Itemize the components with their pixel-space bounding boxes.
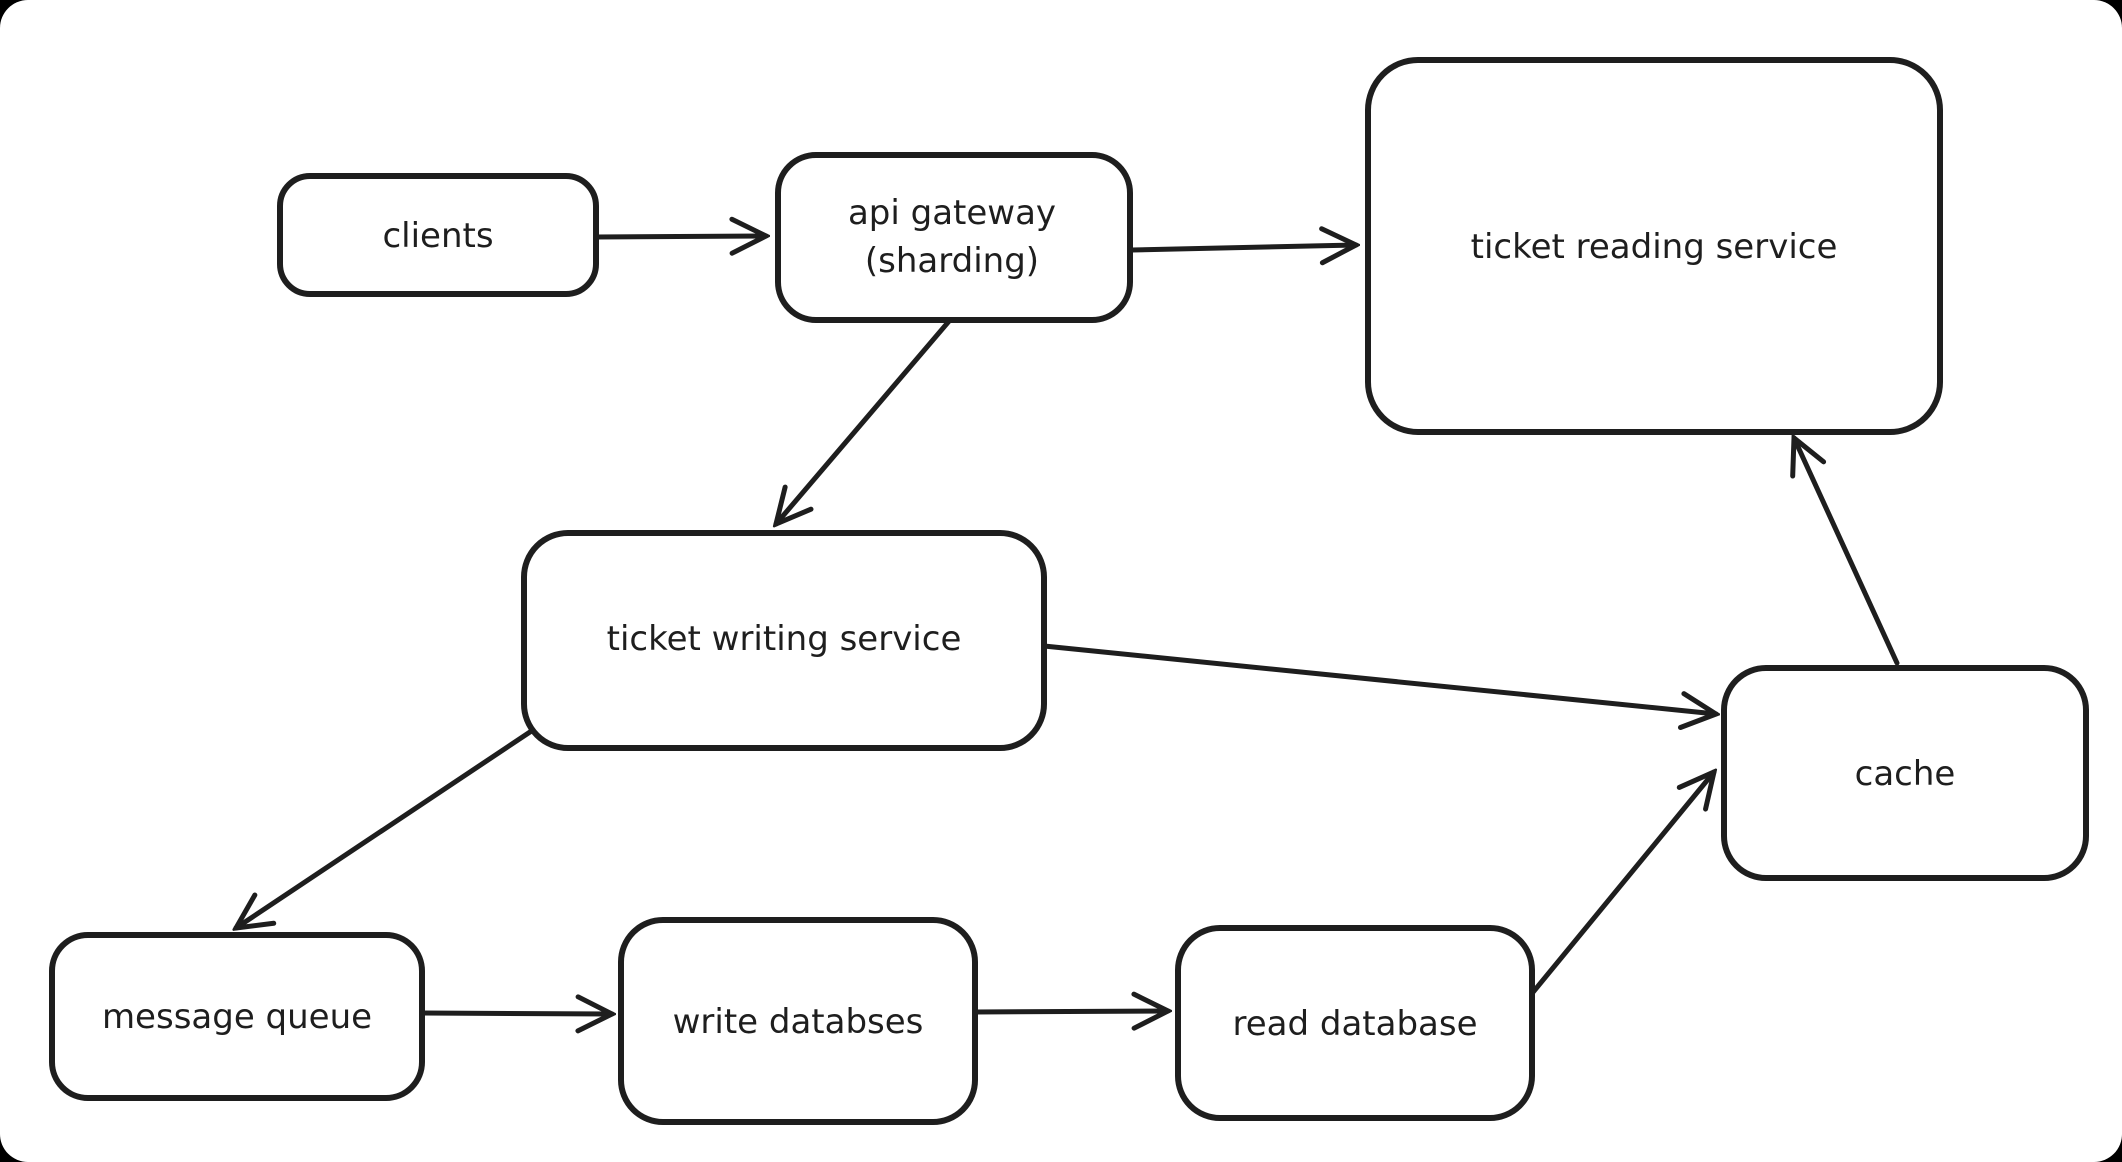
node-clients-box xyxy=(277,173,599,297)
node-api-gateway: api gateway (sharding) xyxy=(775,152,1133,323)
node-message-queue-label: message queue xyxy=(102,997,372,1037)
edge-ticket-writing-service-to-cache xyxy=(1041,643,1716,714)
edge-api-gateway-to-ticket-reading-service-line xyxy=(1129,245,1356,250)
node-write-databses-label: write databses xyxy=(673,1002,924,1042)
node-cache-label: cache xyxy=(1855,754,1956,794)
edge-write-databses-to-read-database xyxy=(972,1011,1168,1012)
edge-clients-to-api-gateway xyxy=(593,236,766,237)
node-ticket-reading-service-label: ticket reading service xyxy=(1471,227,1838,267)
node-message-queue-box xyxy=(49,932,425,1101)
node-ticket-writing-service-label: ticket writing service xyxy=(607,619,962,659)
node-read-database-label: read database xyxy=(1232,1004,1477,1044)
node-api-gateway-box xyxy=(775,152,1133,323)
node-read-database: read database xyxy=(1175,925,1535,1121)
edge-ticket-writing-service-to-message-queue xyxy=(236,719,548,928)
node-read-database-box xyxy=(1175,925,1535,1121)
node-ticket-reading-service-box xyxy=(1365,57,1943,435)
edge-clients-to-api-gateway-line xyxy=(593,236,766,237)
node-ticket-writing-service: ticket writing service xyxy=(521,530,1047,751)
node-ticket-reading-service: ticket reading service xyxy=(1365,57,1943,435)
node-cache-box xyxy=(1721,665,2089,881)
edge-message-queue-to-write-databses-line xyxy=(419,1013,612,1014)
node-cache: cache xyxy=(1721,665,2089,881)
edge-read-database-to-cache-line xyxy=(1517,772,1714,1011)
node-api-gateway-label-line2: (sharding) xyxy=(865,241,1039,281)
node-clients: clients xyxy=(277,173,599,297)
edge-read-database-to-cache xyxy=(1517,772,1714,1011)
node-write-databses: write databses xyxy=(618,917,978,1125)
edge-message-queue-to-write-databses xyxy=(419,1013,612,1014)
edge-cache-to-ticket-reading-service-line xyxy=(1794,438,1900,666)
edge-api-gateway-to-ticket-writing-service xyxy=(776,317,953,524)
node-write-databses-box xyxy=(618,917,978,1125)
node-ticket-writing-service-box xyxy=(521,530,1047,751)
edge-write-databses-to-read-database-line xyxy=(972,1011,1168,1012)
edge-api-gateway-to-ticket-reading-service xyxy=(1129,245,1356,250)
edge-api-gateway-to-ticket-writing-service-line xyxy=(776,317,953,524)
edge-cache-to-ticket-reading-service xyxy=(1794,438,1900,666)
node-clients-label: clients xyxy=(382,216,493,256)
edge-ticket-writing-service-to-cache-line xyxy=(1041,643,1716,714)
node-message-queue: message queue xyxy=(49,932,425,1101)
edge-ticket-writing-service-to-message-queue-line xyxy=(236,719,548,928)
node-api-gateway-label-line1: api gateway xyxy=(848,193,1056,233)
